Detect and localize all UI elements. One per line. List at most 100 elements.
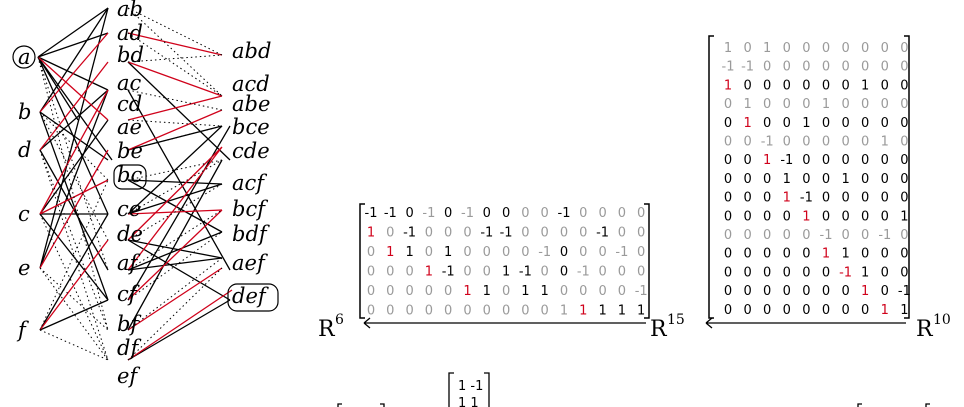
matrix2-entry: 0 [783,41,791,56]
matrix2-entry: 0 [724,172,732,187]
matrix1-entry: 1 [598,304,606,319]
matrix2-entry: 0 [743,247,751,262]
matrix2-entry: 0 [900,135,908,150]
middle-node-ab: ab [117,0,143,21]
arrow-sup-R6: 6 [335,312,344,328]
matrix2-entry: 0 [802,228,810,243]
matrix2-entry: 0 [881,116,889,131]
matrix1-entry: 1 [425,265,433,280]
matrix2-entry: 0 [763,60,771,75]
matrix2-entry: 0 [724,153,732,168]
matrix2-entry: 0 [763,228,771,243]
matrix2-entry: 0 [743,191,751,206]
middle-node-ae: ae [117,115,142,139]
mini-matrix-row: 1 -1 [458,379,483,394]
matrix2-entry: 1 [802,116,810,131]
matrix2-entry: 0 [783,247,791,262]
matrix1-entry: 0 [560,265,568,280]
matrix1-entry: 1 [637,304,645,319]
matrix1-entry: 0 [367,265,375,280]
matrix1-entry: 0 [425,245,433,260]
matrix2-entry: 0 [802,265,810,280]
matrix2-entry: 0 [802,172,810,187]
matrix2-entry: 0 [802,153,810,168]
matrix2-entry: 0 [802,135,810,150]
matrix2-entry: 0 [861,97,869,112]
matrix2-entry: 0 [861,41,869,56]
matrix1-entry: 0 [483,245,491,260]
matrix2-entry: 0 [743,41,751,56]
matrix2-entry: 0 [881,191,889,206]
matrix2-entry: 0 [783,78,791,93]
arrows [363,317,906,329]
right-node-box [227,283,279,312]
matrix2-entry: 0 [822,191,830,206]
matrix1-entry: -1 [596,226,609,241]
left-node-e: e [18,256,30,280]
matrix2-entry: 0 [861,191,869,206]
matrix2-entry: 0 [900,265,908,280]
right-node-bcf: bcf [232,197,268,221]
matrix2-entry: 0 [822,172,830,187]
matrix1-entry: 0 [579,245,587,260]
matrix2-entry: -1 [741,60,754,75]
matrix2-entry: -1 [878,228,891,243]
matrix2-entry: 0 [743,78,751,93]
matrix1-entry: 0 [386,304,394,319]
matrix2-entry: 0 [802,78,810,93]
matrix1-entry: 0 [521,226,529,241]
matrix2-entry: 0 [861,116,869,131]
matrix2-entry: 1 [724,41,732,56]
matrix1-entry: 0 [483,265,491,280]
matrix2-entry: 0 [763,191,771,206]
matrix2-entry: 1 [724,78,732,93]
matrix2-entry: 0 [802,247,810,262]
matrix2-entry: 1 [861,78,869,93]
matrix1-entry: 0 [405,206,413,221]
matrix2-entry: 0 [783,228,791,243]
matrix1-entry: -1 [615,245,628,260]
matrix1-entry: -1 [500,226,513,241]
matrix2-entry: 0 [743,172,751,187]
matrix2-entry: 0 [822,78,830,93]
matrix2-entry: 0 [763,209,771,224]
matrix2-entry: 0 [861,303,869,318]
matrix1-brackets [359,203,650,319]
matrix1-entry: 0 [425,226,433,241]
matrix1-entry: 1 [560,304,568,319]
matrix2-entry: 0 [743,228,751,243]
matrix2-entry: 0 [783,209,791,224]
matrix1-entry: 0 [502,284,510,299]
matrix2-entry: 1 [822,97,830,112]
matrix1-entry: 0 [560,284,568,299]
matrix1-entry: 0 [502,245,510,260]
matrix2-entry: 0 [900,41,908,56]
matrix1-entry: 0 [560,245,568,260]
matrix2-entry: 0 [724,265,732,280]
matrix2-entry: -1 [898,284,911,299]
matrix2-entry: 0 [724,191,732,206]
middle-node-de: de [117,222,143,246]
matrix2-entry: 0 [861,60,869,75]
matrix1-entry: 0 [386,284,394,299]
right-node-aef: aef [232,251,268,275]
edges-red [37,32,233,361]
matrix2-entry: -1 [839,265,852,280]
right-node-acf: acf [232,171,267,195]
matrix1-entry: 0 [637,226,645,241]
matrix2-entry: 0 [783,97,791,112]
matrix2-entry: 1 [881,303,889,318]
matrix2-entry: 0 [822,209,830,224]
node-a-circle [12,45,36,69]
matrix2-entry: 0 [724,228,732,243]
matrix2-entry: 0 [881,78,889,93]
left-node-a: a [18,45,31,69]
matrix2-entry: 0 [763,97,771,112]
matrix1-entry: 0 [579,206,587,221]
matrix2-entry: 0 [900,228,908,243]
matrix2-entry: 0 [724,303,732,318]
matrix2-entry: 0 [822,135,830,150]
matrix2-entry: 0 [743,209,751,224]
